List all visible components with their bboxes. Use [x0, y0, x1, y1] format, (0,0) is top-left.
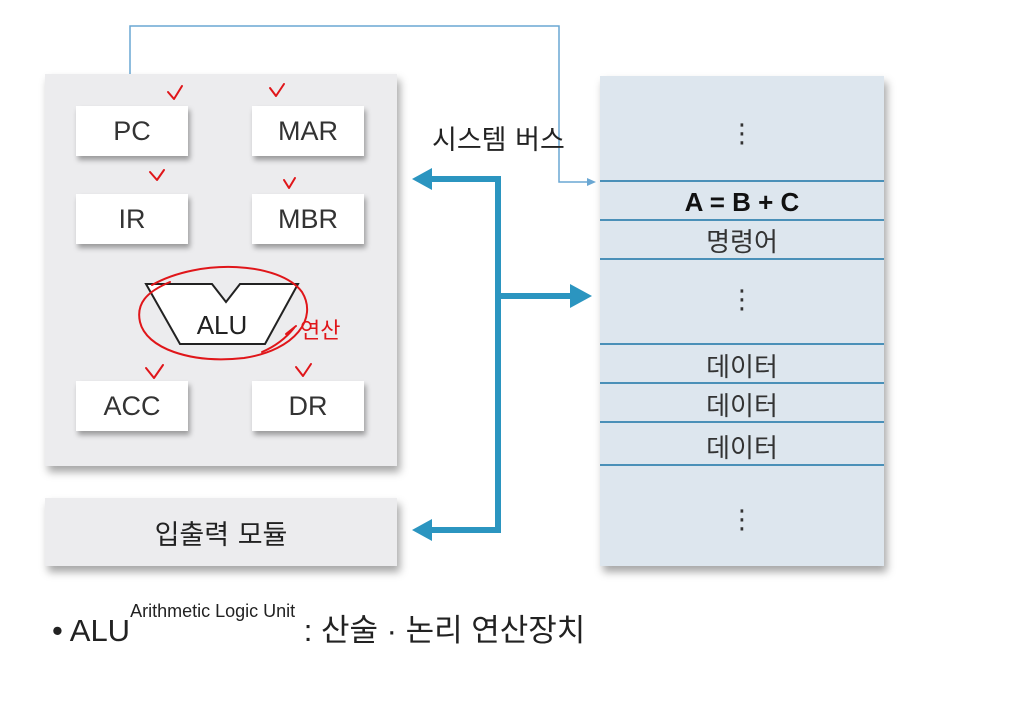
- check-mark: [145, 364, 164, 379]
- cpu-panel: PC MAR IR MBR ACC DR: [45, 74, 397, 466]
- dr-register: DR: [252, 381, 364, 431]
- io-module-label: 입출력 모듈: [154, 519, 288, 551]
- memory-divider: [600, 219, 884, 221]
- caption: • ALUArithmetic Logic Unit : 산술 · 논리 연산장…: [52, 601, 586, 650]
- memory-divider: [600, 464, 884, 466]
- caption-definition: : 산술 · 논리 연산장치: [303, 613, 586, 648]
- connector-arrowhead: [587, 178, 596, 186]
- caption-term: ALU: [69, 613, 131, 648]
- alu-arrow: [285, 325, 297, 335]
- caption-bullet: •: [52, 613, 63, 648]
- system-bus-label: 시스템 버스: [432, 125, 565, 156]
- bus-arrowhead-memory: [570, 284, 592, 308]
- memory-divider: [600, 421, 884, 423]
- bus-arrowhead-io: [412, 519, 432, 541]
- memory-divider: [600, 382, 884, 384]
- instruction-expression: A = B + C: [684, 186, 800, 217]
- ir-register: IR: [76, 194, 188, 244]
- memory-data-cell: 데이터: [706, 391, 778, 422]
- check-mark: [295, 363, 312, 377]
- instruction-label: 명령어: [706, 227, 778, 258]
- handwritten-note: 연산: [300, 319, 340, 344]
- pc-register: PC: [76, 106, 188, 156]
- check-mark: [167, 85, 183, 100]
- mbr-register: MBR: [252, 194, 364, 244]
- check-mark: [283, 177, 296, 189]
- caption-term-full: Arithmetic Logic Unit: [130, 601, 296, 621]
- memory-divider: [600, 343, 884, 345]
- bus-arrowhead-cpu: [412, 168, 432, 190]
- memory-data-cell: 데이터: [706, 433, 778, 464]
- alu-label: ALU: [197, 310, 248, 340]
- bus-top-line: [430, 176, 501, 533]
- memory-divider: [600, 258, 884, 260]
- mar-register: MAR: [252, 106, 364, 156]
- memory-dots-bottom: ⋮: [729, 505, 755, 535]
- check-mark: [269, 83, 285, 97]
- io-module-panel: 입출력 모듈: [45, 498, 397, 566]
- acc-register: ACC: [76, 381, 188, 431]
- pc-memory-connector: [129, 25, 588, 183]
- memory-data-cell: 데이터: [706, 352, 778, 383]
- check-mark: [149, 169, 165, 181]
- memory-panel: ⋮ A = B + C 명령어 ⋮ 데이터 데이터 데이터 ⋮: [600, 76, 884, 566]
- alu-circle: [138, 265, 308, 361]
- memory-dots-top: ⋮: [729, 119, 755, 149]
- memory-dots-middle: ⋮: [729, 285, 755, 315]
- alu-shape: [144, 283, 300, 345]
- memory-divider: [600, 180, 884, 182]
